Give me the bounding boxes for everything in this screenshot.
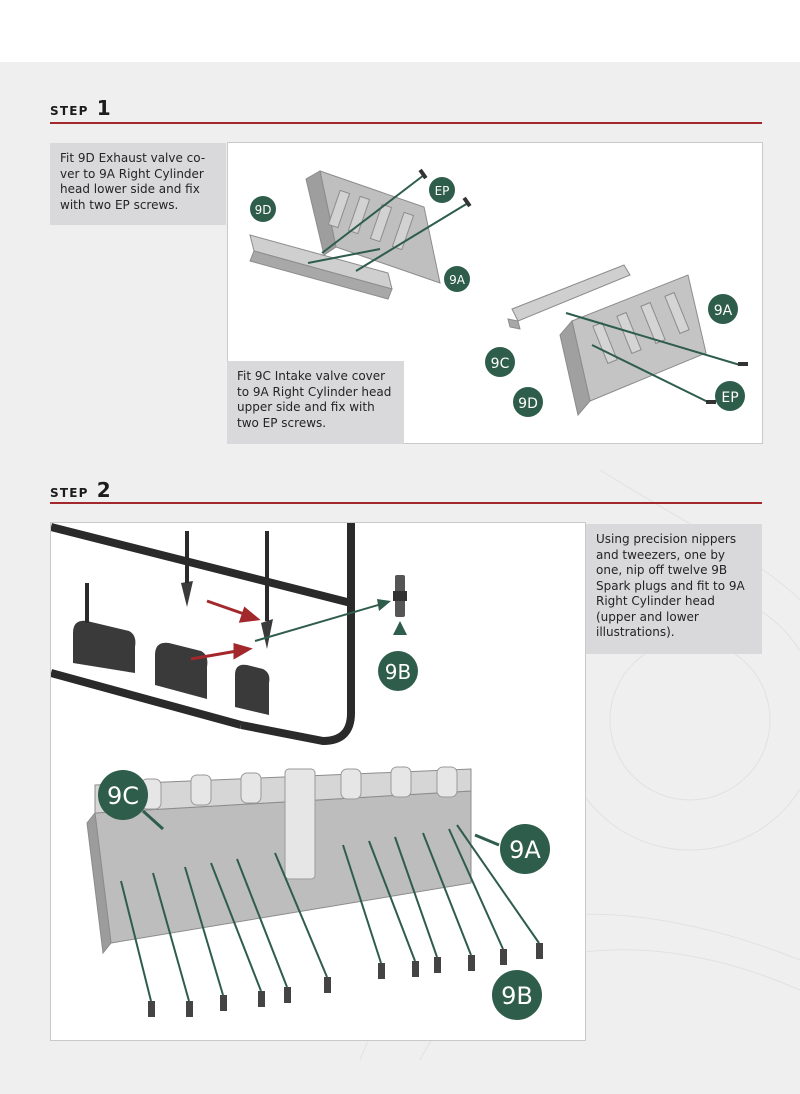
step-1-bottom-arrows — [565, 312, 741, 404]
page-top-margin — [0, 0, 800, 62]
callout-9b-bottom: 9B — [492, 970, 542, 1020]
callout-ep-top: EP — [429, 177, 455, 203]
callout-9a-step2-label: 9A — [509, 836, 541, 864]
exhaust-valve-cover-9d — [249, 234, 393, 300]
spark-plugs-loose — [148, 943, 543, 1017]
callout-9a-top-label: 9A — [449, 273, 466, 287]
ep-screw-top — [418, 168, 472, 208]
step-1-illustration: EP 9D 9A 9A 9C 9D EP — [249, 168, 748, 417]
step-1-top-arrows — [307, 174, 469, 272]
step-1-instruction-a: Fit 9D Exhaust valve co-ver to 9A Right … — [50, 143, 226, 225]
callout-ep-top-label: EP — [435, 184, 450, 198]
sprue-tabs — [73, 581, 273, 715]
callout-9b-sprue: 9B — [378, 651, 418, 691]
step-2-word: STEP — [50, 486, 89, 500]
step-1-instruction-b: Fit 9C Intake valve cover to 9A Right Cy… — [227, 361, 404, 444]
callout-9c-label: 9C — [491, 356, 510, 372]
callout-9d-top: 9D — [250, 196, 276, 222]
step-1-rule — [50, 122, 762, 124]
callout-9d-bottom: 9D — [513, 387, 543, 417]
callout-9d-top-label: 9D — [255, 203, 272, 217]
cylinder-head-upper — [305, 170, 441, 284]
step-2-rule — [50, 502, 762, 504]
callout-9c-step2: 9C — [98, 770, 148, 820]
step-1-word: STEP — [50, 104, 89, 118]
sprue-arrow-head — [377, 599, 391, 611]
callout-9d-bottom-label: 9D — [518, 396, 538, 412]
intake-valve-cover-9c — [507, 264, 631, 330]
step-2-illustration: 9B 9C 9A 9B — [49, 523, 550, 1020]
spark-plug-arrows — [120, 824, 540, 1002]
plug-arrow-head — [393, 621, 407, 635]
step-2-instruction: Using precision nippers and tweezers, on… — [586, 524, 762, 654]
callout-9c: 9C — [485, 347, 515, 377]
callout-9a-right-label: 9A — [714, 303, 733, 319]
callout-ep-bottom: EP — [715, 381, 745, 411]
callout-9b-bottom-label: 9B — [501, 982, 533, 1010]
step-1-heading: STEP 1 — [50, 96, 111, 120]
spark-plug-9b — [393, 575, 407, 617]
callout-9a-step2: 9A — [500, 824, 550, 874]
cylinder-head-lower — [559, 274, 707, 417]
arrow-9c — [141, 809, 165, 831]
step-2-number: 2 — [96, 478, 111, 502]
arrow-9a — [474, 833, 500, 847]
callout-9a-top: 9A — [444, 266, 470, 292]
cylinder-head-bottom — [86, 766, 472, 955]
callout-9a-right: 9A — [708, 294, 738, 324]
step-2-illustration-panel: 9B 9C 9A 9B — [49, 522, 586, 1041]
step-1-number: 1 — [96, 96, 111, 120]
sprue-stems — [85, 531, 269, 623]
callout-9c-step2-label: 9C — [107, 782, 139, 810]
step-2-heading: STEP 2 — [50, 478, 111, 502]
callout-ep-bottom-label: EP — [721, 390, 738, 406]
callout-9b-sprue-label: 9B — [385, 660, 411, 684]
step-1-illustration-panel: EP 9D 9A 9A 9C 9D EP — [227, 142, 763, 444]
sprue-frame — [49, 523, 355, 746]
sprue-arrow — [254, 602, 386, 642]
red-pointer-arrows — [190, 599, 261, 661]
ep-screw-bottom — [706, 362, 748, 404]
